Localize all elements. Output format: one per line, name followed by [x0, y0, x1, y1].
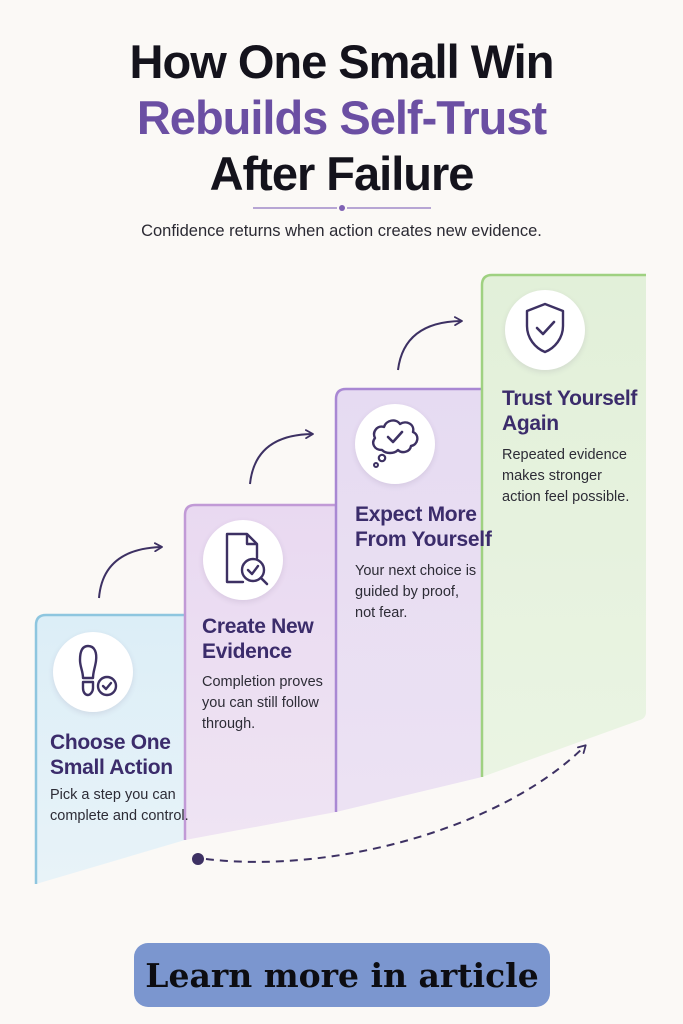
step-2-icon-circle	[203, 520, 283, 600]
subtitle: Confidence returns when action creates n…	[141, 222, 542, 240]
title-line-2: Rebuilds Self-Trust	[136, 91, 547, 144]
step-3-icon-circle	[355, 404, 435, 484]
title-line-3: After Failure	[209, 147, 475, 200]
learn-more-button[interactable]: Learn more in article	[134, 943, 550, 1007]
thought-bubble-check-icon	[365, 412, 425, 477]
progress-start-dot	[192, 853, 204, 865]
title-divider	[253, 203, 431, 213]
arrow-step-1-to-2	[98, 542, 163, 599]
arrow-step-3-to-4	[397, 316, 463, 371]
progress-dashed-arrow	[205, 744, 587, 863]
title-line-1: How One Small Win	[129, 35, 555, 88]
shield-check-icon	[515, 298, 575, 363]
step-4-icon-circle	[505, 290, 585, 370]
step-block-4	[482, 275, 646, 777]
arrow-step-2-to-3	[249, 429, 314, 485]
footprint-check-icon	[63, 640, 123, 705]
document-check-icon	[213, 528, 273, 593]
step-block-3	[336, 389, 482, 812]
step-1-icon-circle	[53, 632, 133, 712]
